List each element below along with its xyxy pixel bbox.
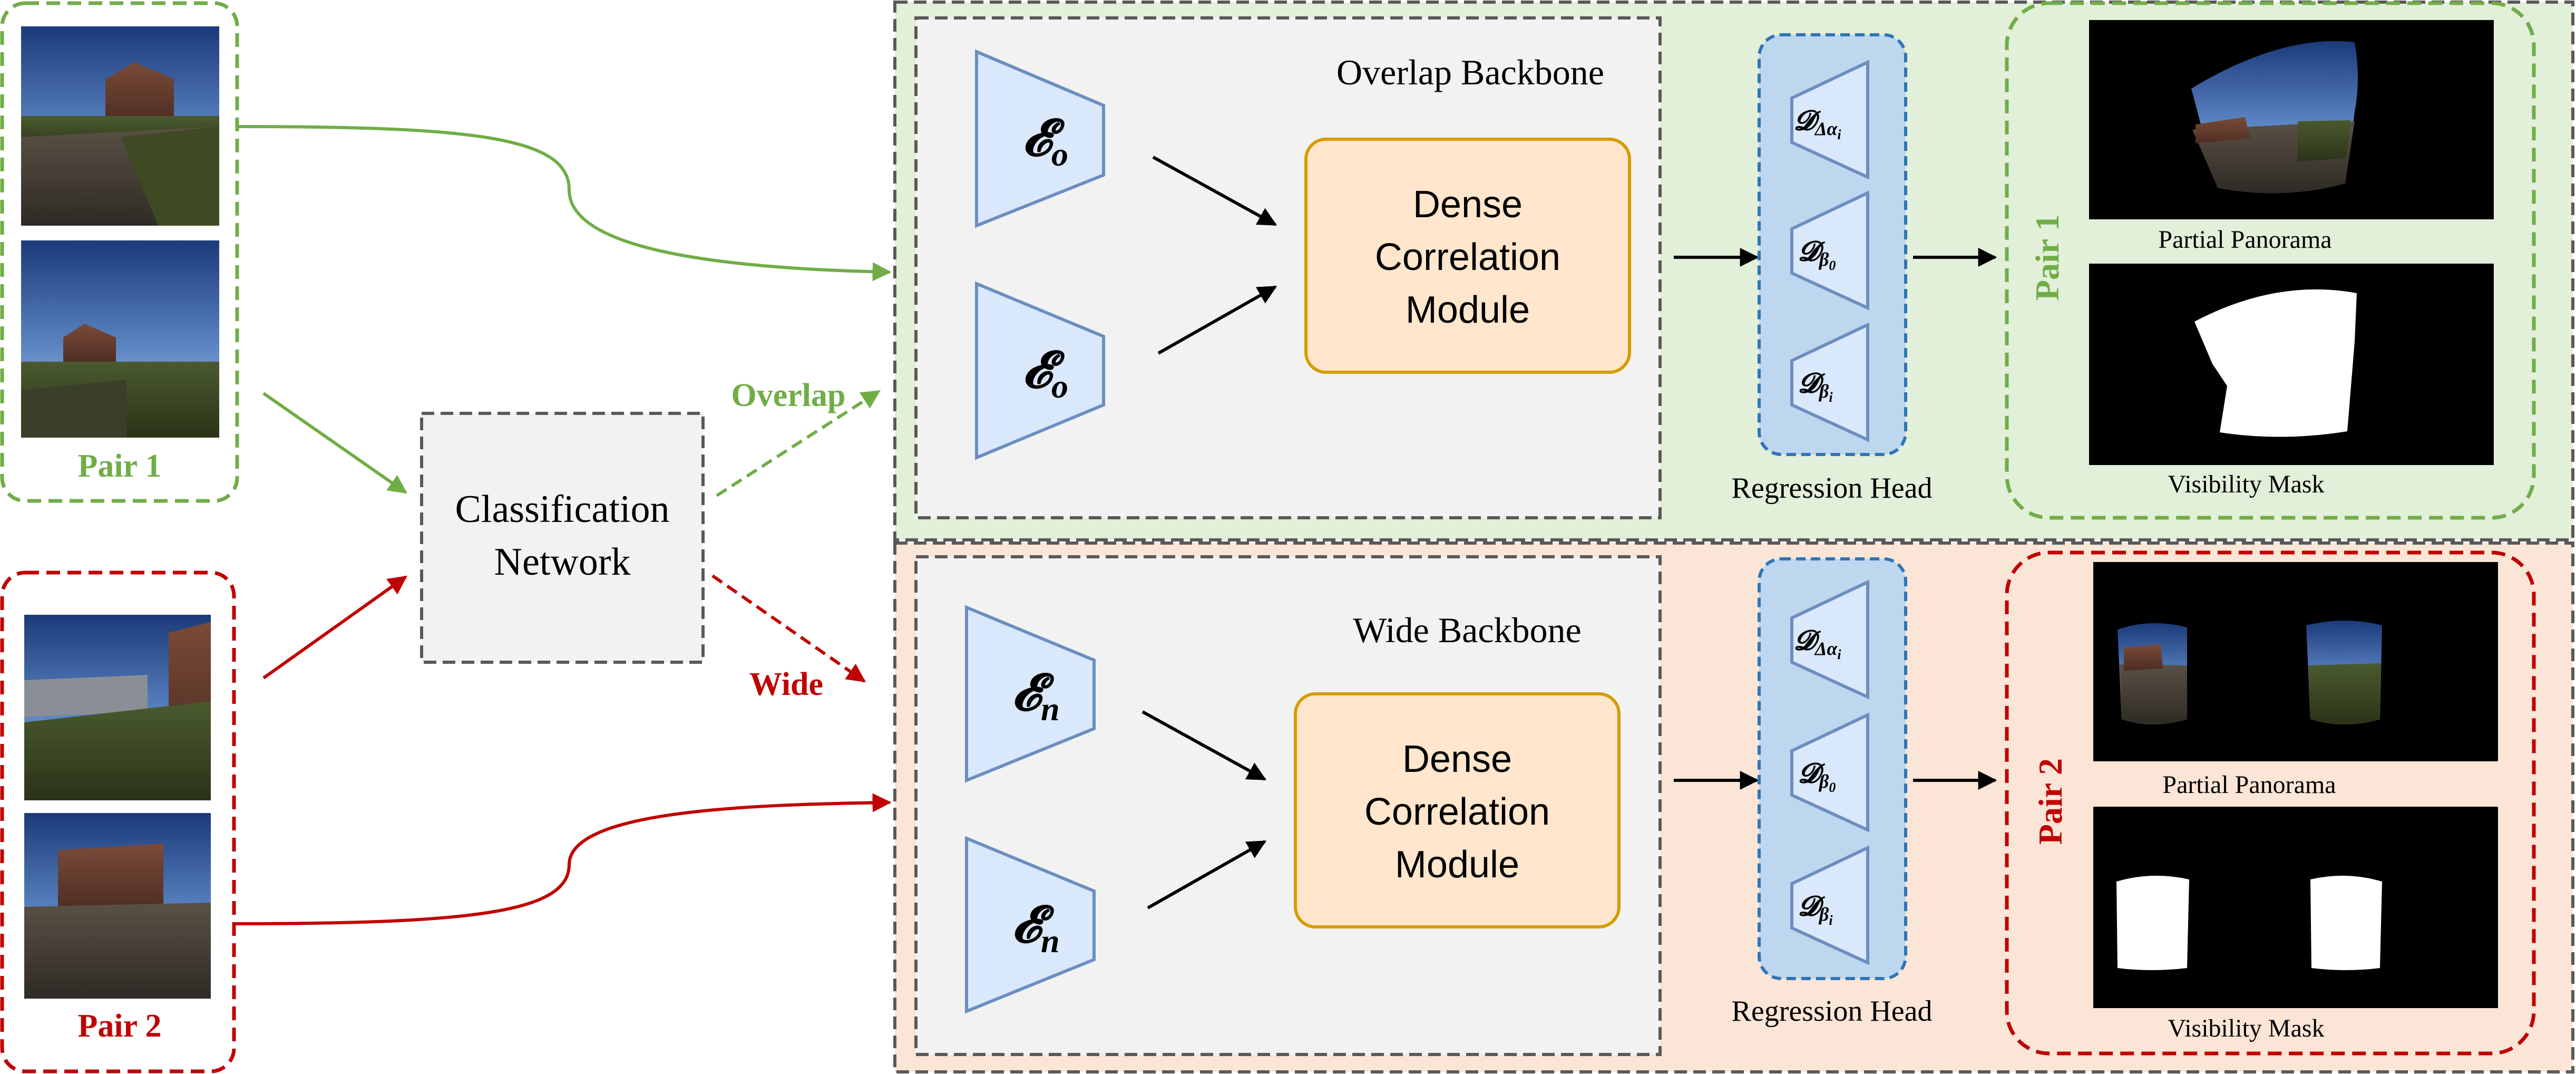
pair2-to-classifier-arrow <box>262 575 407 680</box>
classification-network-box <box>420 412 705 664</box>
svg-text:Dense: Dense <box>1413 183 1523 226</box>
overlap-visibility-mask <box>2089 264 2494 465</box>
wide-encoder-top: 𝓔n <box>965 605 1096 783</box>
pair2-image-top <box>24 615 211 800</box>
wide-enc-top-arrow <box>1141 710 1267 781</box>
overlap-decoder-beta0: 𝓓β0 <box>1798 237 1836 273</box>
wide-backbone-title: Wide Backbone <box>1353 610 1581 650</box>
wide-encoder-bottom: 𝓔n <box>965 836 1096 1014</box>
pair2-input-box <box>0 570 236 1073</box>
overlap-regression-head: 𝓓Δαi 𝓓β0 𝓓βi <box>1758 33 1907 456</box>
overlap-decoder-alpha: 𝓓Δαi <box>1794 106 1841 142</box>
wide-partial-panorama <box>2093 562 2498 761</box>
overlap-backbone-title: Overlap Backbone <box>1336 52 1604 92</box>
overlap-regression-head-label: Regression Head <box>1731 472 1932 505</box>
pair1-image-top <box>21 26 219 226</box>
wide-output-box <box>2005 550 2536 1056</box>
classification-network-label-2: Network <box>494 540 631 584</box>
svg-text:Module: Module <box>1406 289 1530 331</box>
wide-regression-head: 𝓓Δαi 𝓓β0 𝓓βi <box>1758 557 1907 980</box>
pair2-to-wide-curve <box>233 793 892 925</box>
wide-output-pair-label: Pair 2 <box>2032 758 2069 845</box>
wide-dense-correlation-module: Dense Correlation Module <box>1294 692 1621 928</box>
svg-text:Dense: Dense <box>1402 738 1512 780</box>
wide-visibility-mask <box>2093 807 2498 1008</box>
svg-text:Module: Module <box>1395 844 1519 886</box>
pair1-image-bottom <box>21 240 219 438</box>
pair2-image-bottom <box>24 813 211 999</box>
classifier-overlap-arrow <box>716 390 881 497</box>
overlap-encoder-top: 𝓔o <box>975 49 1105 228</box>
overlap-output-box <box>2005 1 2536 520</box>
wide-enc-bottom-arrow <box>1147 840 1267 909</box>
overlap-enc-bottom-arrow <box>1157 285 1277 355</box>
wide-regression-head-label: Regression Head <box>1731 995 1932 1028</box>
wide-route-label: Wide <box>749 666 823 702</box>
svg-text:Correlation: Correlation <box>1375 236 1560 278</box>
classifier-wide-arrow <box>711 574 866 683</box>
pair1-input-box <box>0 1 239 503</box>
pair1-to-classifier-arrow <box>262 392 407 494</box>
overlap-partial-panorama <box>2089 20 2494 219</box>
pair1-label: Pair 1 <box>78 448 162 484</box>
svg-text:𝓔o: 𝓔o <box>1022 342 1068 405</box>
overlap-panorama-label: Partial Panorama <box>2158 226 2331 254</box>
pair1-to-overlap-curve <box>237 125 892 282</box>
overlap-route-label: Overlap <box>731 378 846 413</box>
overlap-mask-label: Visibility Mask <box>2168 470 2324 498</box>
overlap-encoder-bottom: 𝓔o <box>975 281 1105 460</box>
overlap-output-pair-label: Pair 1 <box>2028 214 2066 301</box>
classification-network-label-1: Classification <box>455 488 670 531</box>
overlap-enc-top-arrow <box>1152 156 1277 226</box>
wide-panorama-label: Partial Panorama <box>2162 771 2336 799</box>
overlap-dense-correlation-module: Dense Correlation Module <box>1304 138 1631 374</box>
wide-mask-label: Visibility Mask <box>2168 1014 2324 1042</box>
pair2-label: Pair 2 <box>78 1008 162 1044</box>
svg-text:Correlation: Correlation <box>1364 791 1550 833</box>
wide-decoder-betai: 𝓓βi <box>1798 892 1833 928</box>
